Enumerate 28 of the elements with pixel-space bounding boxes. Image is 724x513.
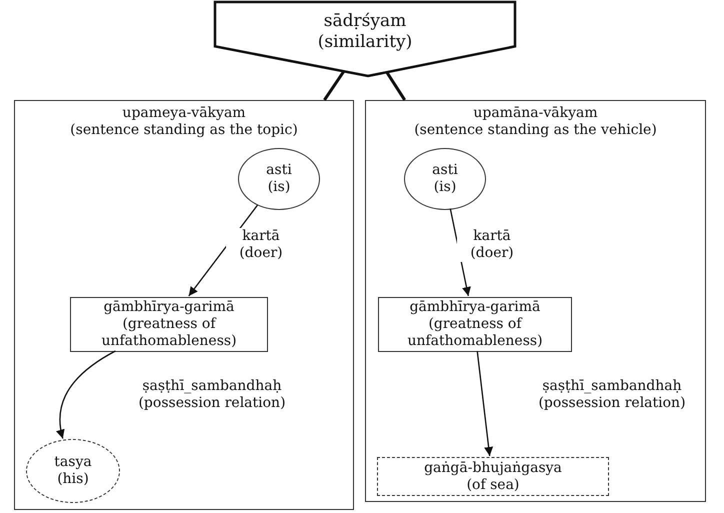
- node-label: asti: [432, 162, 458, 179]
- node-label: (is): [268, 179, 290, 196]
- node-label: asti: [266, 162, 292, 179]
- node-label: (greatness of unfathomableness): [406, 316, 544, 350]
- cluster-title: (sentence standing as the vehicle): [414, 122, 657, 139]
- ellipse-node: [238, 148, 320, 210]
- arrow: [476, 350, 494, 456]
- connector-line: [323, 70, 346, 101]
- node-label: sādṛśyam: [324, 11, 406, 32]
- cluster-title: upameya-vākyam: [122, 105, 246, 122]
- node-label: gaṅgā-bhujaṅgasya: [424, 460, 562, 476]
- ellipse-node: [26, 439, 120, 503]
- cluster-title: upamāna-vākyam: [473, 105, 598, 122]
- node-label: tasya: [54, 454, 92, 471]
- process-box: [70, 297, 268, 352]
- connector-line: [386, 71, 406, 101]
- process-box: [377, 457, 609, 496]
- node-label: (greatness of unfathomableness): [100, 316, 238, 350]
- node-label: (is): [434, 179, 456, 196]
- process-box: [378, 297, 572, 352]
- node-label: gāmbhīrya-garimā: [410, 299, 540, 316]
- arrow: [56, 350, 116, 439]
- node-label: (of sea): [466, 476, 520, 494]
- node-label: (similarity): [318, 32, 412, 53]
- node-label: (his): [57, 471, 89, 488]
- cluster-title: (sentence standing as the topic): [70, 122, 298, 139]
- ellipse-node: [404, 148, 486, 210]
- node-label: gāmbhīrya-garimā: [104, 299, 234, 316]
